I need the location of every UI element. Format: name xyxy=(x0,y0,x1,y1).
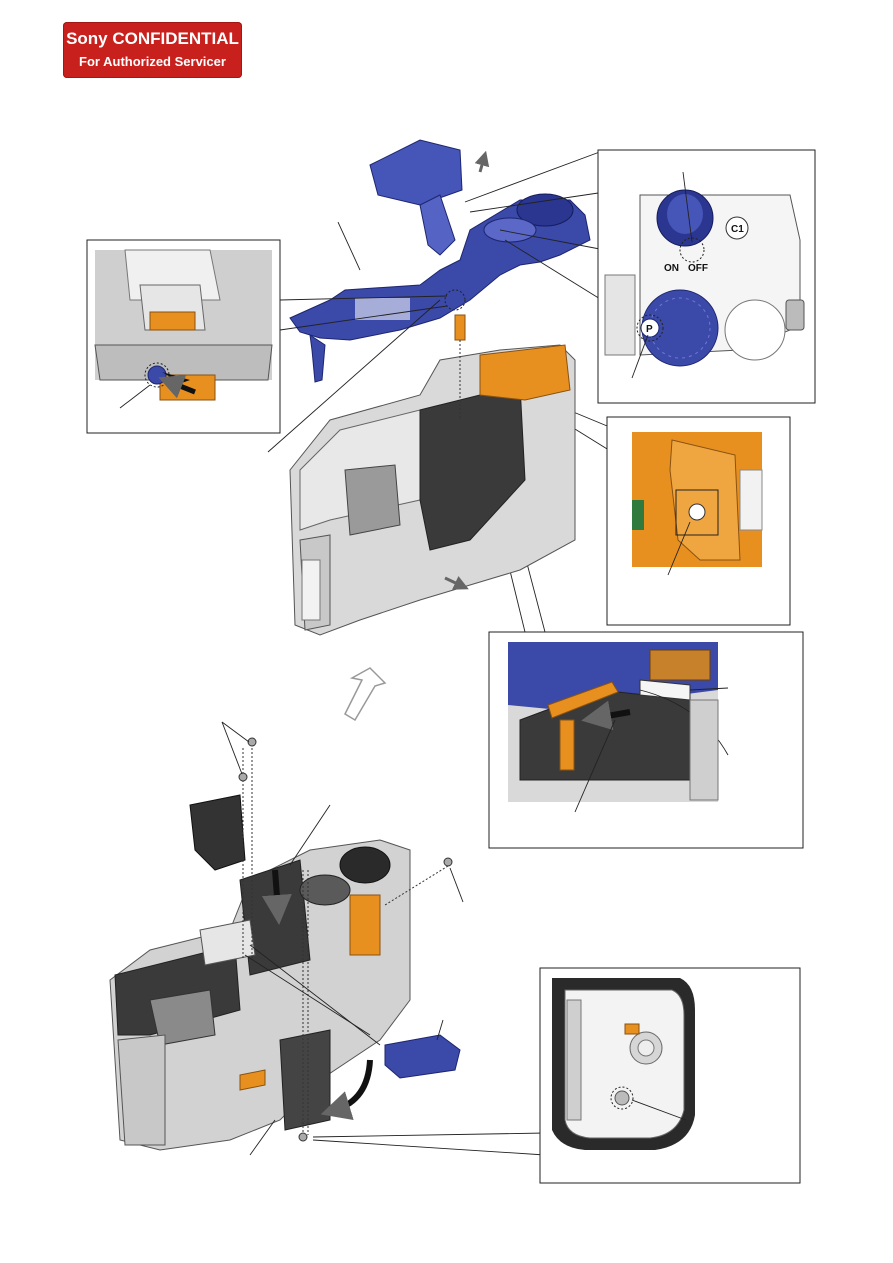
inset-flex xyxy=(489,632,803,848)
camera-body-lower xyxy=(110,738,460,1150)
inset-mode-dial: C1 ON OFF P xyxy=(598,150,815,403)
off-label: OFF xyxy=(688,263,708,274)
inset-latch xyxy=(87,240,280,433)
top-cover-part xyxy=(290,140,590,382)
inset-bracket xyxy=(607,417,790,625)
on-label: ON xyxy=(664,263,679,274)
p-label: P xyxy=(646,324,653,335)
inset-grip xyxy=(540,968,800,1183)
c1-label: C1 xyxy=(731,224,744,235)
camera-body-upper xyxy=(290,315,575,635)
step-arrow xyxy=(345,668,385,720)
